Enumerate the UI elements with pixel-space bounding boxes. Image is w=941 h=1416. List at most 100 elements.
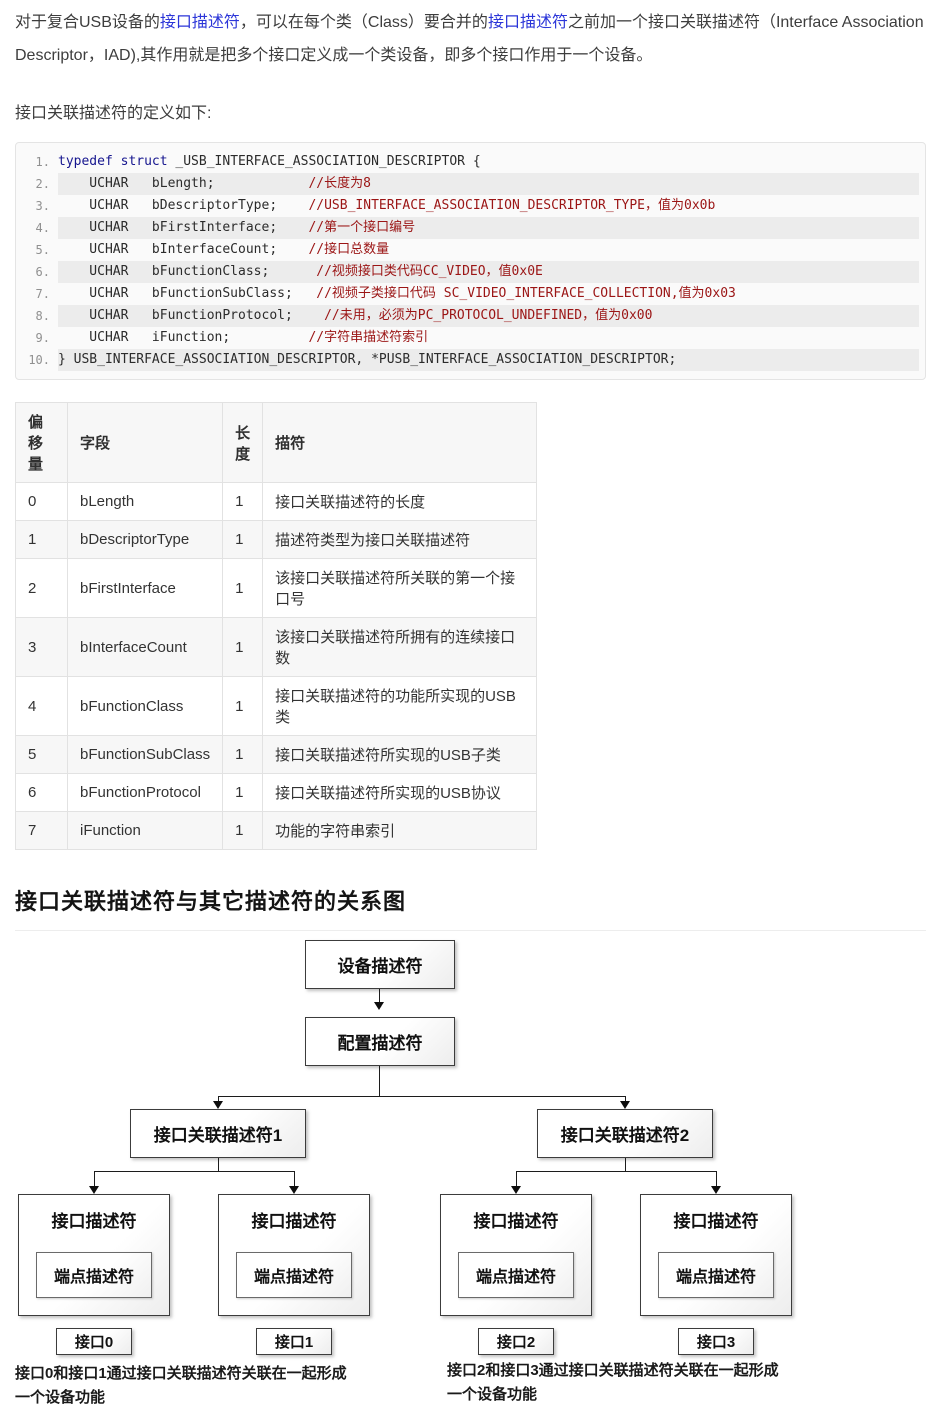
endpoint-descriptor-label: 端点描述符 (53, 1269, 134, 1286)
connector-line (294, 1171, 295, 1186)
arrow-down-icon (289, 1186, 299, 1194)
code-text: UCHAR bFunctionClass; //视频接口类代码CC_VIDEO，… (58, 261, 919, 283)
line-number: 5. (35, 243, 50, 257)
port-label: 接口0 (74, 1334, 114, 1351)
line-number: 8. (35, 309, 50, 323)
endpoint-descriptor-box: 端点描述符 (658, 1252, 774, 1298)
code-line: 7. UCHAR bFunctionSubClass; //视频子类接口代码 S… (16, 283, 919, 305)
port-box-1: 接口1 (256, 1328, 332, 1355)
intro-text-2: ，可以在每个类（Class）要合并的 (239, 14, 488, 31)
interface-descriptor-label: 接口描述符 (51, 1212, 137, 1231)
column-header: 字段 (66, 402, 224, 483)
port-label: 接口2 (496, 1334, 536, 1351)
iad1-box: 接口关联描述符1 (130, 1109, 306, 1158)
table-cell: 1 (222, 773, 264, 812)
arrow-down-icon (511, 1186, 521, 1194)
port-box-0: 接口0 (56, 1328, 132, 1355)
endpoint-descriptor-box: 端点描述符 (36, 1252, 152, 1298)
table-cell: 7 (15, 811, 68, 850)
table-cell: 该接口关联描述符所关联的第一个接口号 (262, 558, 538, 618)
iad2-label: 接口关联描述符2 (560, 1126, 690, 1145)
iad1-label: 接口关联描述符1 (153, 1126, 283, 1145)
intro-text-3: 之前加一个接口关联描述符（Interface Association Descr… (15, 14, 924, 64)
table-cell: 1 (222, 735, 264, 774)
table-cell: bInterfaceCount (66, 617, 224, 677)
column-header: 长度 (222, 402, 264, 483)
table-cell: 0 (15, 482, 68, 521)
column-header: 描符 (262, 402, 538, 483)
table-cell: bFunctionClass (66, 676, 224, 736)
connector-line (94, 1171, 295, 1172)
table-cell: 1 (15, 520, 68, 559)
connector-line (218, 1096, 626, 1097)
table-cell: 1 (222, 520, 264, 559)
code-text: UCHAR bLength; //长度为8 (58, 173, 919, 195)
interface-descriptor-label: 接口描述符 (473, 1212, 559, 1231)
connector-line (94, 1171, 95, 1186)
table-cell: 该接口关联描述符所拥有的连续接口数 (262, 617, 538, 677)
endpoint-descriptor-box: 端点描述符 (458, 1252, 574, 1298)
table-cell: 4 (15, 676, 68, 736)
code-text: typedef struct _USB_INTERFACE_ASSOCIATIO… (58, 154, 481, 169)
intro-text-1: 对于复合USB设备的 (15, 14, 160, 31)
port-label: 接口3 (696, 1334, 736, 1351)
endpoint-descriptor-box: 端点描述符 (236, 1252, 352, 1298)
table-cell: 接口关联描述符的功能所实现的USB类 (262, 676, 538, 736)
table-cell: 功能的字符串索引 (262, 811, 538, 850)
line-number: 1. (35, 155, 50, 169)
table-cell: 接口关联描述符所实现的USB协议 (262, 773, 538, 812)
port-box-2: 接口2 (478, 1328, 554, 1355)
table-cell: 接口关联描述符所实现的USB子类 (262, 735, 538, 774)
code-text: UCHAR bFunctionProtocol; //未用，必须为PC_PROT… (58, 305, 919, 327)
table-cell: bLength (66, 482, 224, 521)
table-cell: bFirstInterface (66, 558, 224, 618)
table-cell: 描述符类型为接口关联描述符 (262, 520, 538, 559)
code-line: 1. typedef struct _USB_INTERFACE_ASSOCIAT… (16, 151, 919, 173)
table-cell: 6 (15, 773, 68, 812)
code-line: 2. UCHAR bLength; //长度为8 (16, 173, 919, 195)
line-number: 9. (35, 331, 50, 345)
interface-descriptor-link-2[interactable]: 接口描述符 (487, 14, 568, 31)
line-number: 4. (35, 221, 50, 235)
table-cell: bDescriptorType (66, 520, 224, 559)
code-line: 9. UCHAR iFunction; //字符串描述符索引 (16, 327, 919, 349)
table-cell: 1 (222, 558, 264, 618)
device-descriptor-box: 设备描述符 (305, 940, 455, 989)
connector-line (379, 1066, 380, 1096)
table-header-row: 偏移量字段长度描符 (15, 402, 538, 483)
table-cell: bFunctionSubClass (66, 735, 224, 774)
connector-line (516, 1171, 517, 1186)
endpoint-descriptor-label: 端点描述符 (475, 1269, 556, 1286)
connector-line (516, 1171, 717, 1172)
interface-descriptor-label: 接口描述符 (251, 1212, 337, 1231)
intro-paragraph: 对于复合USB设备的接口描述符，可以在每个类（Class）要合并的接口描述符之前… (15, 6, 926, 72)
definition-label: 接口关联描述符的定义如下: (15, 105, 212, 122)
table-cell: 接口关联描述符的长度 (262, 482, 538, 521)
caption-left: 接口0和接口1通过接口关联描述符关联在一起形成一个设备功能 (15, 1365, 347, 1406)
interface-descriptor-label: 接口描述符 (673, 1212, 759, 1231)
line-number: 7. (35, 287, 50, 301)
code-line: 4. UCHAR bFirstInterface; //第一个接口编号 (16, 217, 919, 239)
code-line: 8. UCHAR bFunctionProtocol; //未用，必须为PC_P… (16, 305, 919, 327)
table-cell: 5 (15, 735, 68, 774)
endpoint-descriptor-label: 端点描述符 (675, 1269, 756, 1286)
code-text: UCHAR iFunction; //字符串描述符索引 (58, 330, 429, 345)
interface-descriptor-box-3: 接口描述符 端点描述符 (640, 1194, 792, 1316)
table-cell: 1 (222, 811, 264, 850)
interface-descriptor-box-2: 接口描述符 端点描述符 (440, 1194, 592, 1316)
code-text: UCHAR bDescriptorType; //USB_INTERFACE_A… (58, 198, 716, 213)
line-number: 2. (35, 177, 50, 191)
table-cell: 1 (222, 676, 264, 736)
code-text: } USB_INTERFACE_ASSOCIATION_DESCRIPTOR, … (58, 349, 919, 371)
code-text: UCHAR bFirstInterface; //第一个接口编号 (58, 217, 919, 239)
table-cell: bFunctionProtocol (66, 773, 224, 812)
port-box-3: 接口3 (678, 1328, 754, 1355)
interface-descriptor-link-1[interactable]: 接口描述符 (159, 14, 240, 31)
line-number: 6. (35, 265, 50, 279)
descriptor-relationship-diagram: 设备描述符 配置描述符 接口关联描述符1 接口关联描述符2 (15, 931, 926, 1416)
table-cell: iFunction (66, 811, 224, 850)
